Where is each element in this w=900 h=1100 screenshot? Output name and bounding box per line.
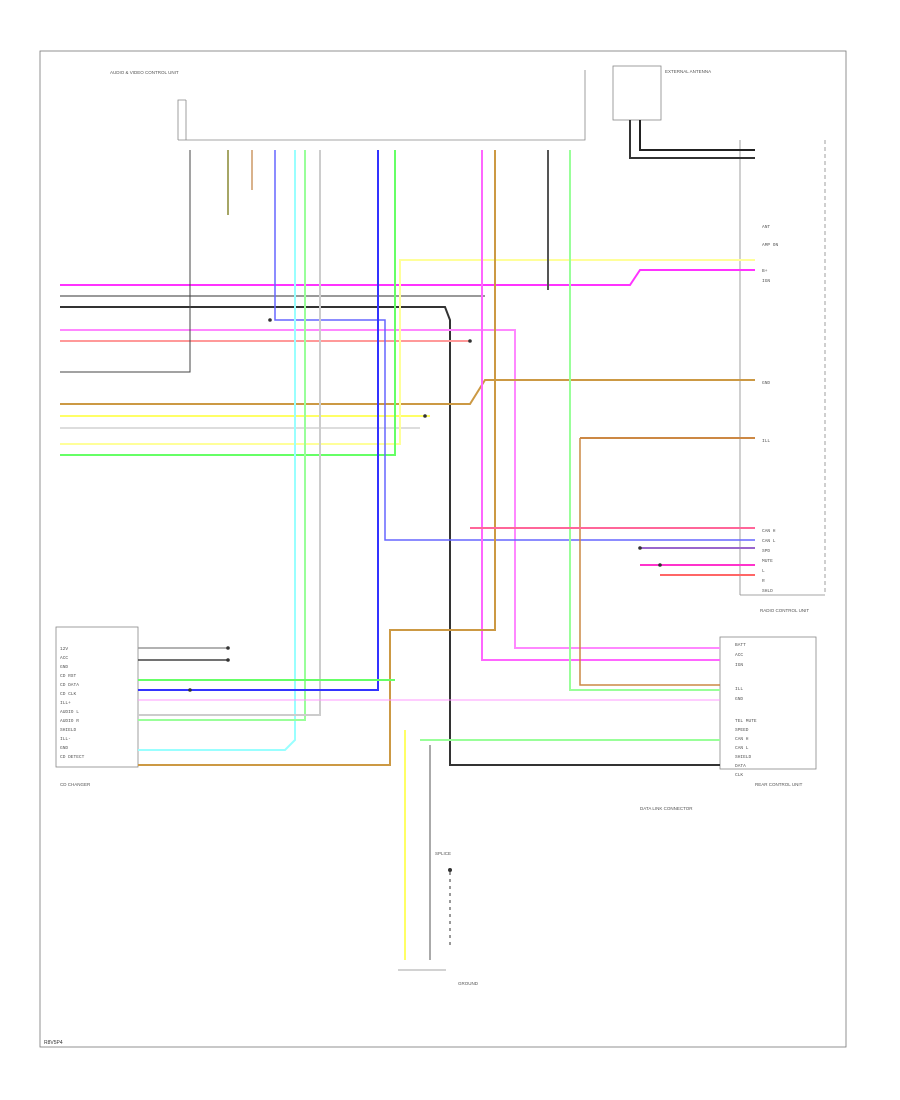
- wire-cyan-v: [138, 150, 296, 751]
- radio-pin: L: [762, 568, 765, 574]
- wire-blue-v2: [138, 150, 379, 691]
- wire-yellow-2: [60, 259, 755, 445]
- radio-pin: R: [762, 578, 765, 584]
- wire-orange-r2: [579, 438, 720, 686]
- radio-pin: AMP ON: [762, 242, 779, 248]
- radio-label: RADIO CONTROL UNIT: [760, 608, 809, 613]
- antenna-label: EXTERNAL ANTENNA: [665, 69, 711, 74]
- rear-pin: ILL: [735, 686, 743, 692]
- cd-pin: 12V: [60, 646, 68, 652]
- radio-pin: B+: [762, 268, 768, 274]
- antenna-component: EXTERNAL ANTENNA: [612, 65, 711, 121]
- rear-pin: SPEED: [735, 727, 749, 733]
- cd-pin: AUDIO L: [60, 709, 79, 715]
- wire-green-v2: [569, 150, 720, 691]
- wire-black-top2: [639, 120, 755, 151]
- rear-unit-pins: BATT ACC IGN ILL GND TEL MUTE SPEED CAN …: [735, 642, 757, 778]
- top-connector-label: AUDIO & VIDEO CONTROL UNIT: [110, 70, 179, 75]
- radio-connector: RADIO CONTROL UNIT: [739, 140, 826, 613]
- cd-pin: AUDIO R: [60, 718, 79, 724]
- cd-pin: ILL+: [60, 700, 71, 706]
- cd-pin: ACC: [60, 655, 68, 661]
- top-connector: AUDIO & VIDEO CONTROL UNIT: [110, 70, 586, 141]
- wire-tan-1: [60, 379, 755, 405]
- rear-pin: DATA: [735, 763, 746, 769]
- wire-pink-1: [60, 329, 720, 649]
- wire-black-1: [60, 306, 720, 766]
- diagram-id: R8V5P4: [44, 1040, 63, 1046]
- radio-pins: ANT AMP ON B+ IGN GND ILL CAN H CAN L SP…: [762, 224, 779, 594]
- wire-white-v: [138, 150, 321, 716]
- radio-pin: CAN L: [762, 538, 776, 544]
- cd-pin: GND: [60, 745, 68, 751]
- wire-black-top1: [629, 120, 755, 159]
- radio-pin: CAN H: [762, 528, 776, 534]
- wire-green-1: [60, 150, 396, 456]
- radio-pin: IGN: [762, 278, 770, 284]
- rear-pin: GND: [735, 696, 743, 702]
- radio-pin: SHLD: [762, 588, 773, 594]
- radio-pin: GND: [762, 380, 770, 386]
- cd-changer: CD CHANGER: [55, 626, 139, 787]
- splice-dots: [188, 318, 662, 692]
- splice-label: SPLICE: [435, 851, 451, 856]
- cd-pin: SHIELD: [60, 727, 77, 733]
- rear-pin: ACC: [735, 652, 743, 658]
- data-link-label: DATA LINK CONNECTOR: [640, 806, 693, 811]
- wire-black-2: [60, 150, 191, 373]
- wire-blue-v1: [274, 150, 755, 541]
- bottom-ground: GROUND SPLICE: [398, 851, 479, 986]
- cd-changer-pins: 12V ACC GND CD RST CD DATA CD CLK ILL+ A…: [60, 646, 85, 760]
- rear-pin: CAN L: [735, 745, 749, 751]
- rear-pin: BATT: [735, 642, 746, 648]
- wire-green-v: [138, 150, 306, 721]
- wire-magenta-1: [60, 269, 755, 286]
- cd-pin: CD RST: [60, 673, 77, 679]
- cd-pin: CD DETECT: [60, 754, 85, 760]
- cd-pin: CD DATA: [60, 682, 79, 688]
- radio-pin: ANT: [762, 224, 770, 230]
- cd-pin: CD CLK: [60, 691, 77, 697]
- rear-unit-label: REAR CONTROL UNIT: [755, 782, 803, 787]
- ground-label: GROUND: [458, 981, 479, 986]
- rear-control-unit: REAR CONTROL UNIT: [719, 636, 817, 787]
- wire-magenta-v: [481, 150, 720, 661]
- cd-changer-label: CD CHANGER: [60, 782, 91, 787]
- wire-tan-v: [138, 150, 496, 766]
- cd-pin: GND: [60, 664, 68, 670]
- rear-pin: TEL MUTE: [735, 718, 757, 724]
- cd-pin: ILL-: [60, 736, 71, 742]
- rear-pin: IGN: [735, 662, 743, 668]
- rear-pin: CAN H: [735, 736, 749, 742]
- diagram-border: [39, 50, 847, 1048]
- radio-pin: ILL: [762, 438, 770, 444]
- radio-pin: MUTE: [762, 558, 773, 564]
- rear-pin: CLK: [735, 772, 743, 778]
- rear-pin: SHIELD: [735, 754, 752, 760]
- wires: [60, 120, 755, 960]
- radio-pin: SPD: [762, 548, 770, 554]
